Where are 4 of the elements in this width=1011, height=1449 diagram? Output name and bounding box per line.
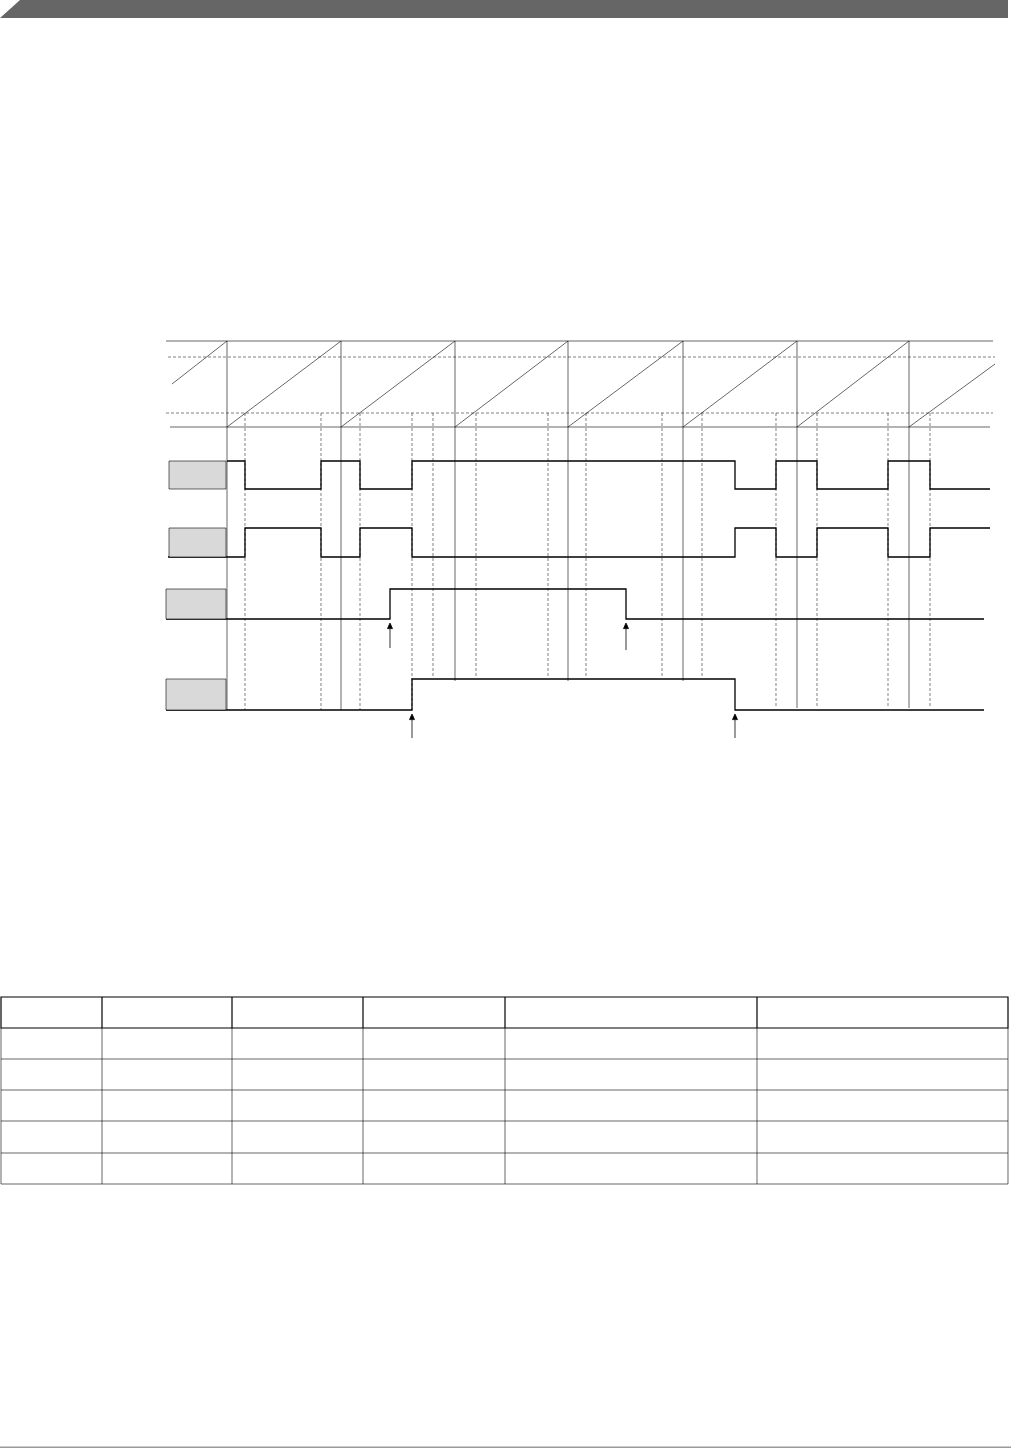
signal-label-box [165,588,227,620]
signal-label-box [168,460,227,490]
signal-label-box [165,678,227,711]
signal-label-box [168,527,227,558]
